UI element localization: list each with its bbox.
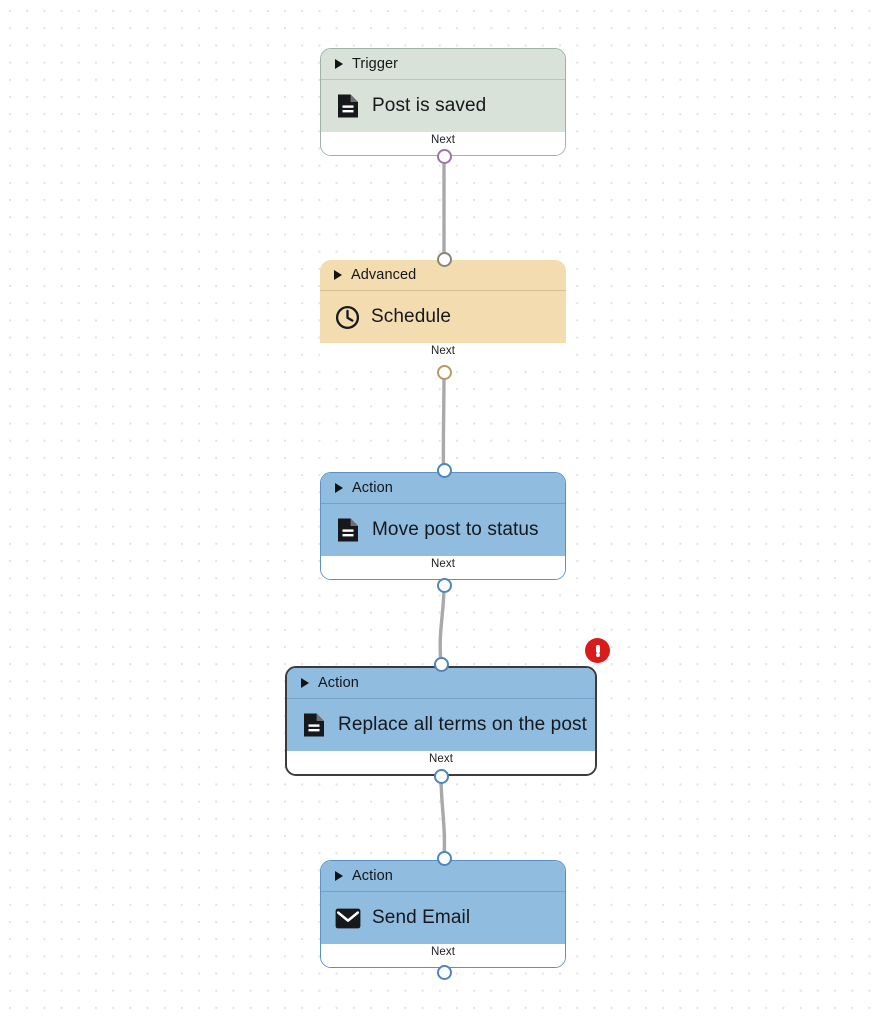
disclosure-triangle-icon[interactable] — [335, 59, 343, 69]
next-port-label: Next — [430, 558, 456, 570]
document-icon — [335, 93, 361, 119]
next-port-label: Next — [430, 134, 456, 146]
node-footer[interactable]: Next — [320, 343, 566, 368]
document-icon — [335, 517, 361, 543]
node-port-output[interactable] — [436, 364, 452, 380]
node-footer[interactable]: Next — [321, 132, 565, 155]
next-port-label: Next — [430, 946, 456, 958]
node-body[interactable]: Replace all terms on the post — [287, 699, 595, 751]
next-port-label: Next — [430, 345, 456, 357]
connector-edge[interactable] — [439, 774, 447, 860]
node-header[interactable]: Trigger — [321, 49, 565, 80]
disclosure-triangle-icon[interactable] — [335, 483, 343, 493]
node-port-output[interactable] — [433, 768, 449, 784]
node-header[interactable]: Action — [321, 861, 565, 892]
document-icon — [301, 712, 327, 738]
node-category-label: Action — [352, 868, 393, 884]
clock-icon — [334, 304, 360, 330]
node-body[interactable]: Move post to status — [321, 504, 565, 556]
node-category-label: Trigger — [352, 56, 399, 72]
node-port-input[interactable] — [436, 850, 452, 866]
envelope-icon — [335, 905, 361, 931]
node-port-output[interactable] — [436, 964, 452, 980]
node-footer[interactable]: Next — [321, 944, 565, 967]
next-port-label: Next — [428, 753, 454, 765]
disclosure-triangle-icon[interactable] — [301, 678, 309, 688]
node-title: Send Email — [372, 907, 471, 928]
node-port-input[interactable] — [436, 462, 452, 478]
node-port-output[interactable] — [436, 577, 452, 593]
node-title: Schedule — [371, 306, 452, 327]
connector-edge[interactable] — [438, 583, 446, 666]
error-badge[interactable] — [585, 638, 610, 663]
disclosure-triangle-icon[interactable] — [334, 270, 342, 280]
node-category-label: Action — [352, 480, 393, 496]
node-footer[interactable]: Next — [287, 751, 595, 774]
node-header[interactable]: Action — [287, 668, 595, 699]
node-category-label: Action — [318, 675, 359, 691]
node-category-label: Advanced — [351, 267, 417, 283]
connector-edge[interactable] — [441, 370, 446, 472]
disclosure-triangle-icon[interactable] — [335, 871, 343, 881]
exclamation-icon — [595, 645, 600, 657]
node-body[interactable]: Schedule — [320, 291, 566, 343]
node-footer[interactable]: Next — [321, 556, 565, 579]
node-title: Post is saved — [372, 95, 487, 116]
node-port-output[interactable] — [436, 148, 452, 164]
node-header[interactable]: Action — [321, 473, 565, 504]
node-port-input[interactable] — [433, 656, 449, 672]
node-body[interactable]: Post is saved — [321, 80, 565, 132]
node-body[interactable]: Send Email — [321, 892, 565, 944]
node-title: Replace all terms on the post — [338, 714, 587, 735]
node-port-input[interactable] — [436, 251, 452, 267]
node-title: Move post to status — [372, 519, 539, 540]
